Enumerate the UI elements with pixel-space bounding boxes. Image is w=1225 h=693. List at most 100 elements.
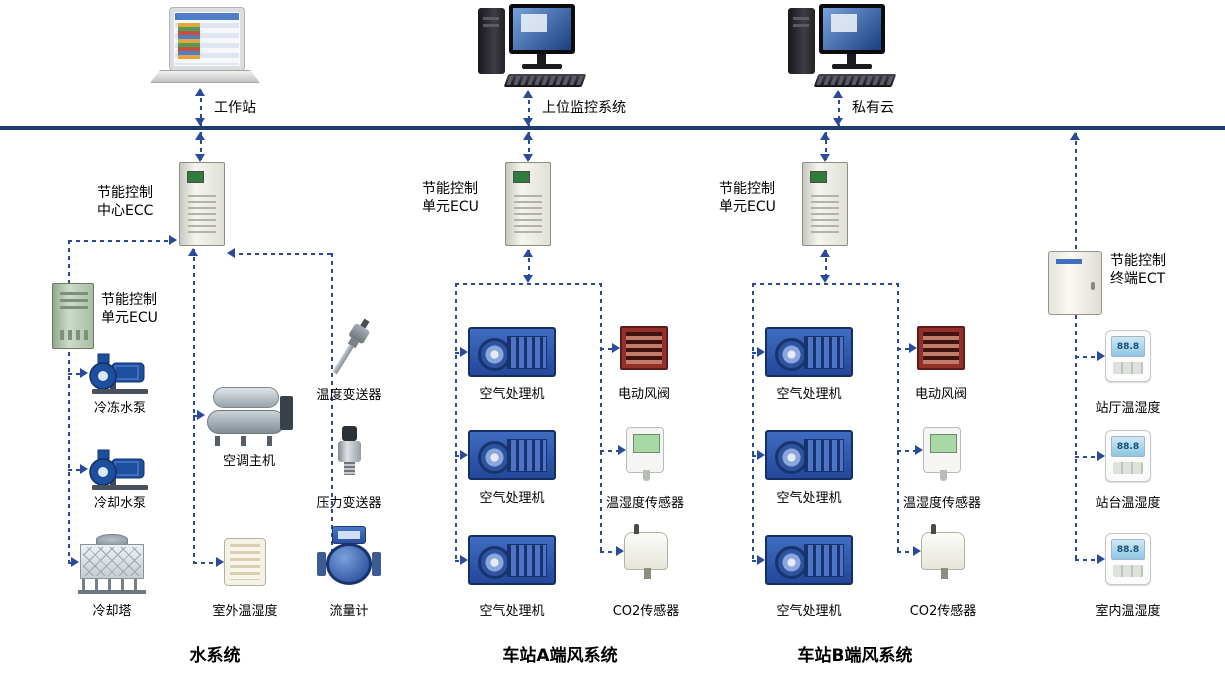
indoor-thermostat-icon: 88.8 [1105,533,1151,585]
chilled-water-pump-icon [89,353,148,394]
connector-line [600,283,602,555]
connector-line [193,562,218,564]
arrowhead [460,347,468,357]
arrowhead [195,88,205,96]
connector-line [193,415,199,417]
arrowhead [1070,132,1080,140]
arrowhead [909,343,917,353]
cloud-computer-icon [788,4,897,92]
pc-foot [832,64,872,69]
pressure-thread [344,462,355,475]
chiller-label: 空调主机 [222,454,276,469]
co2-sensor-icon [624,524,668,579]
damper-label: 电动风阀 [617,387,671,402]
connector-line [68,562,73,564]
scada-computer-icon [478,4,587,92]
damper-label: 电动风阀 [914,387,968,402]
ahu-label: 空气处理机 [479,387,545,402]
connector-line [528,250,530,282]
ecu-b-label: 节能控制单元ECU [719,180,776,216]
arrowhead [612,343,620,353]
chiller-legs [215,436,279,446]
connector-line [1075,456,1099,458]
arrowhead [820,249,830,257]
arrowhead [833,118,843,126]
arrowhead [523,118,533,126]
temp-transmitter-label: 温度变送器 [316,388,382,403]
ecu-water-label-line1: 节能控制 [101,292,157,308]
co2-sensor-label: CO2传感器 [909,604,977,619]
connector-line [455,283,457,563]
connector-line [897,551,915,553]
arrowhead [913,546,921,556]
ahu-icon [468,327,556,377]
connector-line [528,132,530,162]
arrowhead [1097,351,1105,361]
station-b-title: 车站B端风系统 [797,646,913,666]
connector-line [68,373,82,375]
ahu-label: 空气处理机 [776,604,842,619]
cloud-label: 私有云 [852,100,894,116]
connector-line [200,90,202,126]
arrowhead [188,248,198,256]
connector-line [752,352,759,354]
arrowhead [915,445,923,455]
arrowhead [820,275,830,283]
connector-line [193,249,195,563]
platform-thermostat-icon: 88.8 [1105,430,1151,482]
cooling-tower-base [78,590,146,594]
pressure-body [338,441,361,462]
arrowhead [71,557,79,567]
connector-line [1075,559,1099,561]
indoor-th-label: 室内温湿度 [1095,604,1161,619]
connector-line [752,283,897,285]
temperature-transmitter-icon [311,310,388,388]
ecu-a-cabinet-icon [505,162,551,246]
cooling-tower-legs [82,579,142,591]
station-a-title: 车站A端风系统 [502,646,618,666]
damper-icon [917,326,965,370]
ecc-cabinet-icon [179,162,225,246]
connector-line [752,283,754,563]
arrowhead [195,154,205,162]
thermostat-lcd: 88.8 [1111,336,1145,357]
pressure-connector [342,426,357,441]
connector-line [455,352,462,354]
ect-label-line2: 终端ECT [1110,271,1166,287]
hall-thermostat-icon: 88.8 [1105,330,1151,382]
arrowhead [227,248,235,258]
ecu-a-label: 节能控制单元ECU [422,180,479,216]
ahu-icon [765,327,853,377]
connector-line [68,240,70,563]
ahu-icon [765,535,853,585]
cooling-tower-icon [77,534,147,594]
ahu-label: 空气处理机 [776,491,842,506]
chiller-icon [205,384,293,446]
ecu-a-label-line2: 单元ECU [422,199,479,215]
pressure-transmitter-label: 压力变送器 [316,496,382,511]
cooling-tower-body [80,544,144,579]
connector-line [1075,133,1077,251]
connector-line [897,283,899,555]
ect-label: 节能控制终端ECT [1110,252,1166,288]
connector-line [1075,315,1077,562]
connector-line [1075,356,1099,358]
cooling-tower-label: 冷却塔 [92,604,132,619]
outdoor-th-sensor-icon [224,538,266,586]
arrowhead [523,154,533,162]
arrowhead [169,235,177,245]
ahu-label: 空气处理机 [479,491,545,506]
connector-line [897,450,917,452]
ecu-b-label-line2: 单元ECU [719,199,776,215]
ecu-b-label-line1: 节能控制 [719,181,775,197]
arrowhead [757,347,765,357]
connector-line [825,250,827,282]
pc-keyboard [813,74,897,87]
ect-label-line1: 节能控制 [1110,253,1166,269]
connector-line [600,450,620,452]
arrowhead [833,90,843,98]
arrowhead [757,555,765,565]
arrowhead [195,132,205,140]
chiller-upper-shell [213,387,279,408]
